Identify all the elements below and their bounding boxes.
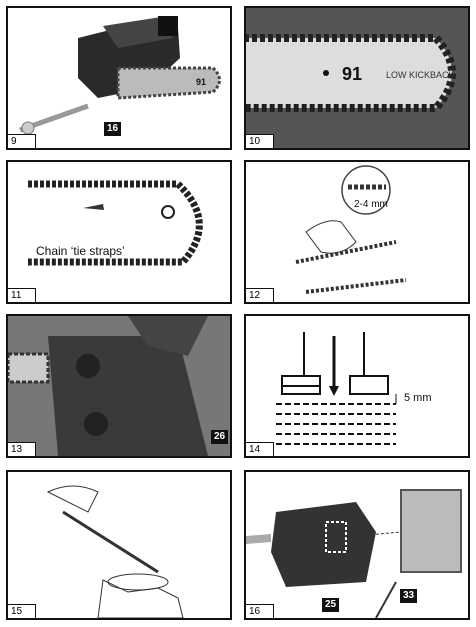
svg-text:LOW KICKBACK: LOW KICKBACK [386,70,455,80]
chain-tie-straps-label: Chain ‘tie straps’ [36,244,125,258]
clearance-measurement: 2-4 mm [354,199,388,210]
figure-panel-10: LOW KICKBACK 91 10 [244,6,470,150]
figure-panel-12: 2-4 mm 12 [244,160,470,304]
figure-number: 11 [8,288,36,302]
guide-bar-illustration: LOW KICKBACK [246,8,468,148]
callout-label: 33 [400,589,418,603]
svg-text:91: 91 [196,77,206,87]
figure-number: 13 [8,442,36,456]
callout-label: 25 [322,598,340,612]
engine-housing-photo [8,316,230,456]
callout-label: 26 [211,430,229,444]
cutting-chain-illustration [295,165,407,294]
figure-panel-16: 25 33 16 [244,470,470,620]
depth-measurement: 5 mm [404,392,432,404]
figure-panel-9: 91 16 9 [6,6,232,150]
chain-loop-illustration [28,180,203,266]
figure-number: 9 [8,134,36,148]
fuel-cap-illustration [246,472,468,618]
bar-marking: 91 [342,64,363,84]
figure-panel-14: 5 mm 14 [244,314,470,458]
callout-label: 16 [104,122,122,136]
figure-number: 16 [246,604,274,618]
figure-number: 14 [246,442,274,456]
stump-cutting-illustration [46,485,184,618]
figure-panel-11: Chain ‘tie straps’ 11 [6,160,232,304]
chainsaw-illustration: 91 [19,8,230,148]
figure-panel-13: 26 13 [6,314,232,458]
figure-number: 10 [246,134,274,148]
chain-tension-diagram [276,332,397,445]
figure-number: 12 [246,288,274,302]
figure-number: 15 [8,604,36,618]
figure-panel-15: 15 [6,470,232,620]
